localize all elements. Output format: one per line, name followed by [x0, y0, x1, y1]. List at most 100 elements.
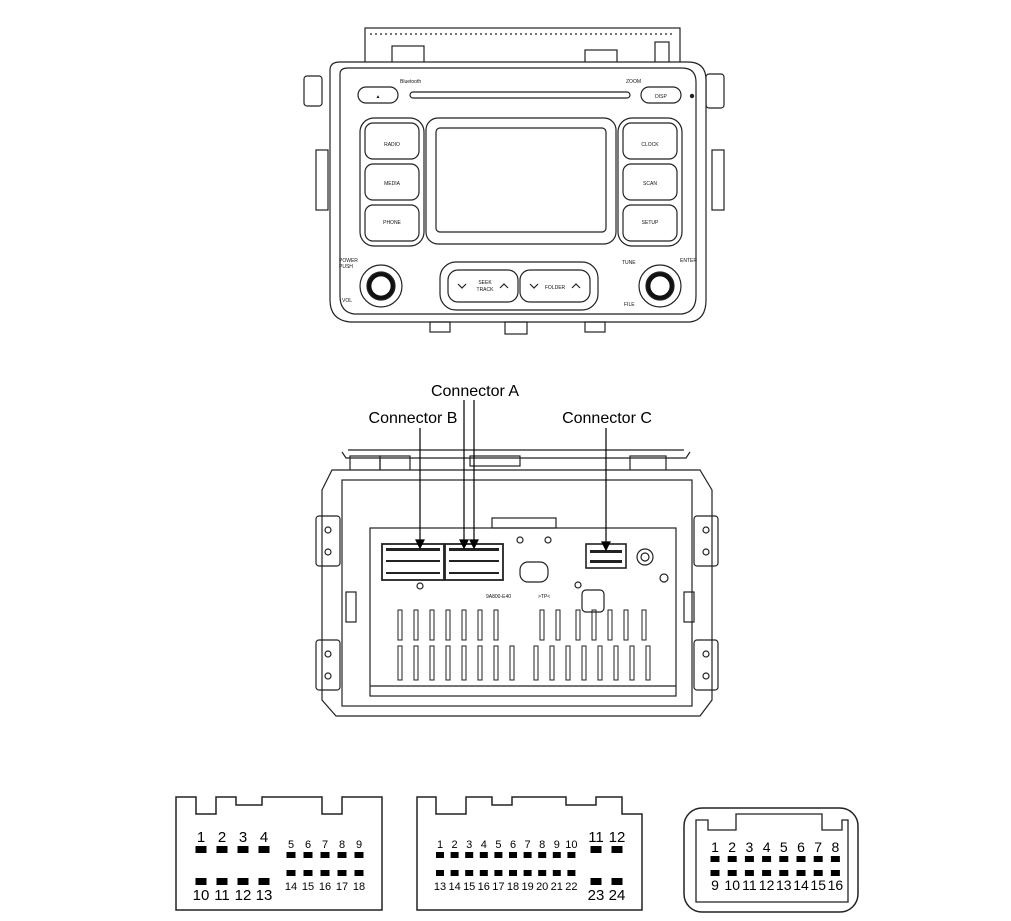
- disp-label: DISP: [655, 94, 667, 100]
- pin-number-label: 21: [551, 881, 563, 893]
- pin-number-label: 3: [466, 839, 472, 851]
- pin-number-label: 12: [759, 877, 775, 893]
- pin-terminal: [494, 852, 503, 858]
- vent-slot: [565, 645, 571, 681]
- eject-button: [357, 86, 399, 104]
- pin-number-label: 15: [463, 881, 475, 893]
- pin-number-label: 16: [478, 881, 490, 893]
- pin-number-label: 13: [776, 877, 792, 893]
- pin-number-label: 7: [322, 839, 328, 851]
- tp-marking: >TP<: [538, 594, 550, 600]
- pin-number-label: 10: [193, 887, 210, 904]
- pin-number-label: 14: [448, 881, 460, 893]
- connector-b-housing: [175, 796, 383, 911]
- pin-terminal: [258, 878, 270, 885]
- pin-number-label: 13: [256, 887, 273, 904]
- pin-terminal: [611, 846, 623, 853]
- pin-terminal: [830, 870, 840, 876]
- pin-number-label: 1: [711, 839, 719, 855]
- pin-terminal: [590, 846, 602, 853]
- pin-number-label: 11: [742, 877, 757, 893]
- pin-terminal: [830, 856, 840, 862]
- pin-number-label: 14: [793, 877, 809, 893]
- pin-terminal: [710, 870, 720, 876]
- vent-slot: [461, 645, 467, 681]
- connector-a-housing: [416, 796, 643, 911]
- vent-slot: [397, 645, 403, 681]
- pin-number-label: 23: [588, 887, 605, 904]
- antenna-jack: [636, 548, 654, 566]
- pin-number-label: 24: [609, 887, 626, 904]
- media-label: MEDIA: [384, 181, 401, 187]
- pin-terminal: [727, 856, 737, 862]
- folder-label: FOLDER: [545, 285, 566, 291]
- pin-number-label: 16: [828, 877, 844, 893]
- pin-number-label: 6: [305, 839, 311, 851]
- pin-number-label: 19: [521, 881, 533, 893]
- pin-terminal: [436, 870, 444, 876]
- folder-button: [519, 269, 591, 303]
- pin-terminal: [509, 852, 517, 858]
- pin-number-label: 10: [565, 839, 577, 851]
- pin-terminal: [479, 870, 488, 876]
- pin-number-label: 17: [336, 881, 348, 893]
- vent-slot: [461, 609, 467, 641]
- tune-knob: [638, 264, 682, 308]
- vent-slot: [575, 609, 581, 641]
- pin-terminal: [195, 846, 207, 853]
- pin-terminal: [796, 870, 806, 876]
- vent-slot: [493, 645, 499, 681]
- pin-terminal: [762, 870, 772, 876]
- pin-number-label: 8: [339, 839, 345, 851]
- pin-terminal: [744, 856, 754, 862]
- pin-number-label: 9: [356, 839, 362, 851]
- connector-a-label: Connector A: [431, 383, 519, 400]
- vent-slot: [581, 645, 587, 681]
- pin-terminal: [523, 852, 532, 858]
- vent-slot: [645, 645, 651, 681]
- pin-terminal: [303, 870, 313, 876]
- pin-number-label: 8: [832, 839, 840, 855]
- pin-number-label: 7: [525, 839, 531, 851]
- vent-slot: [477, 609, 483, 641]
- vent-slot: [445, 609, 451, 641]
- radio-label: RADIO: [384, 142, 400, 148]
- pin-terminal: [590, 878, 602, 885]
- front-panel: [303, 27, 725, 335]
- pin-terminal: [286, 852, 296, 858]
- pin-terminal: [465, 852, 474, 858]
- pin-number-label: 15: [302, 881, 314, 893]
- pin-terminal: [727, 870, 737, 876]
- pin-number-label: 20: [536, 881, 548, 893]
- eject-icon: ▲: [376, 94, 381, 100]
- pin-terminal: [552, 870, 561, 876]
- pin-terminal: [779, 856, 789, 862]
- pin-number-label: 7: [814, 839, 822, 855]
- pin-number-label: 13: [434, 881, 446, 893]
- pin-terminal: [567, 852, 576, 858]
- pin-terminal: [710, 856, 720, 862]
- clock-label: CLOCK: [641, 142, 659, 148]
- pin-number-label: 17: [492, 881, 504, 893]
- vent-slot: [429, 609, 435, 641]
- connector-b-label: Connector B: [369, 410, 458, 427]
- vent-slot: [613, 645, 619, 681]
- vent-slot: [607, 609, 613, 641]
- setup-label: SETUP: [642, 220, 659, 226]
- pin-number-label: 6: [797, 839, 805, 855]
- pin-terminal: [237, 846, 249, 853]
- vent-slot: [445, 645, 451, 681]
- vent-slot: [493, 609, 499, 641]
- tune-label: TUNE: [622, 260, 636, 266]
- file-label: FILE: [624, 302, 635, 308]
- pin-number-label: 12: [235, 887, 252, 904]
- vent-slot: [597, 645, 603, 681]
- pin-number-label: 1: [437, 839, 443, 851]
- pin-terminal: [552, 852, 561, 858]
- pin-number-label: 12: [609, 829, 626, 846]
- pin-number-label: 15: [810, 877, 826, 893]
- pin-number-label: 5: [780, 839, 788, 855]
- zoom-text: ZOOM: [626, 79, 641, 85]
- pin-number-label: 9: [554, 839, 560, 851]
